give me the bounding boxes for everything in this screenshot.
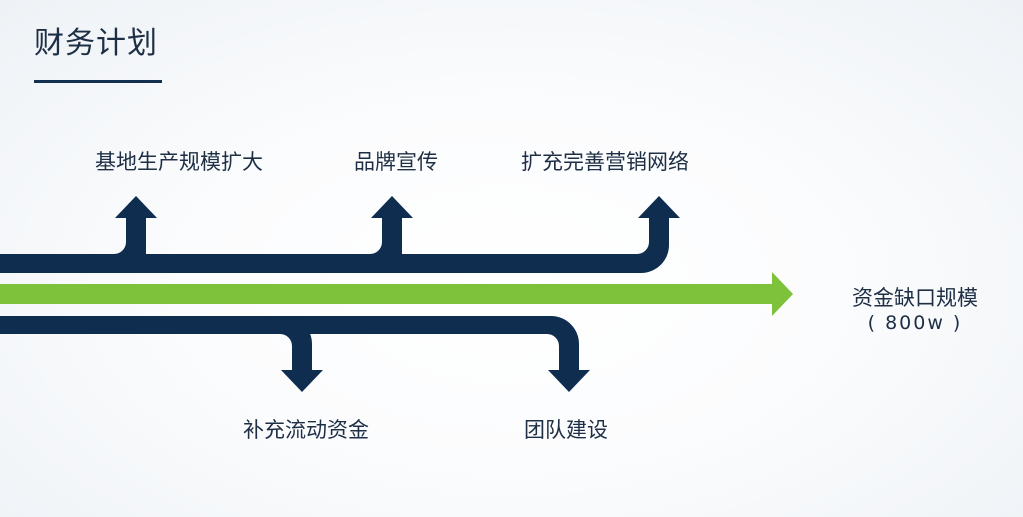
label-base-expansion: 基地生产规模扩大 [95,150,263,174]
funding-gap-label: 资金缺口规模 [852,286,978,310]
label-team-building: 团队建设 [524,418,608,442]
arrow-up-3 [638,196,680,218]
green-arrow [0,272,793,316]
upper-main-band [0,218,669,273]
page-title: 财务计划 [34,26,158,61]
branch-up-1-stem [0,218,146,254]
arrow-down-1 [281,370,323,392]
funding-gap-amount: ( 800w ) [867,312,963,334]
title-underline [34,80,162,83]
branch-down-1-stem [0,316,312,370]
green-arrow-head [772,272,793,316]
branch-up-2-stem [120,218,402,254]
lower-band [0,316,590,392]
arrow-down-2 [548,370,590,392]
funding-gap: 资金缺口规模 ( 800w ) [852,285,978,335]
label-working-capital: 补充流动资金 [243,418,369,442]
label-marketing-network: 扩充完善营销网络 [521,150,689,174]
upper-band [0,196,680,273]
green-arrow-shaft [0,284,773,304]
arrow-up-1 [115,196,157,218]
arrow-up-2 [371,196,413,218]
label-brand-promotion: 品牌宣传 [354,150,438,174]
